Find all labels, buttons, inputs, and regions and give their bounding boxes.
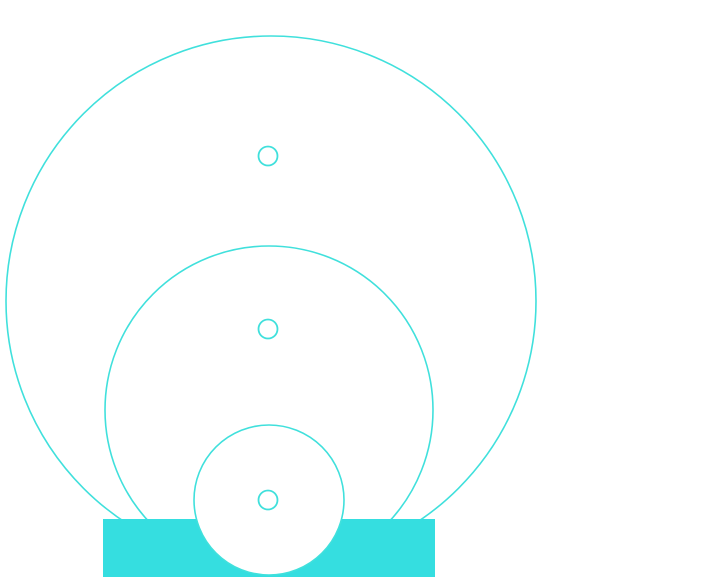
center-marker-bottom bbox=[257, 489, 279, 511]
center-marker-top bbox=[257, 145, 279, 167]
center-marker-middle bbox=[257, 318, 279, 340]
